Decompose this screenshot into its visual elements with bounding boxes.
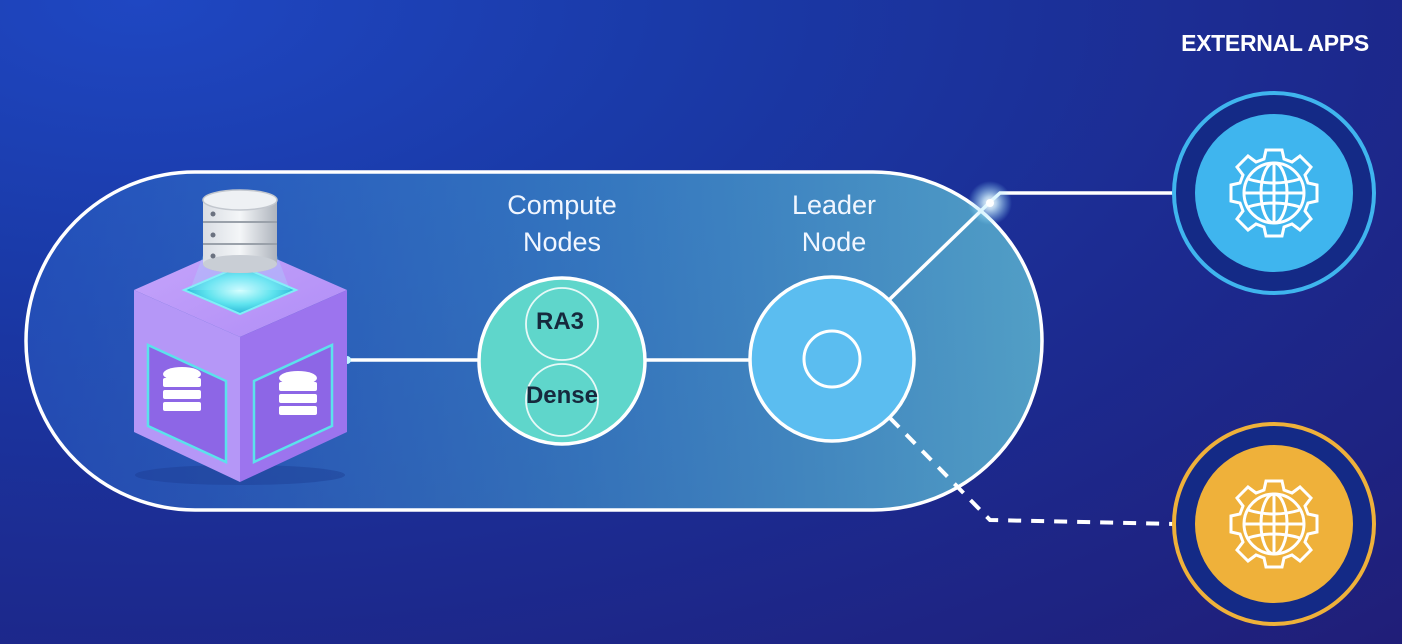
globe-gear-icon <box>1229 148 1319 238</box>
ra3-node-label: RA3 <box>535 308 584 335</box>
compute-nodes-title: Compute Nodes <box>472 187 652 261</box>
external-app-1 <box>1172 91 1376 295</box>
compute-nodes-title-line1: Compute <box>507 190 617 220</box>
storage-cube-icon <box>134 243 347 485</box>
external-apps-title: EXTERNAL APPS <box>1181 30 1369 56</box>
leader-to-app2-dashed-line <box>888 416 1175 526</box>
compute-node <box>477 276 647 446</box>
ra3-node-ring <box>525 287 599 361</box>
leader-node-title: Leader Node <box>744 187 924 261</box>
dense-node-label: Dense <box>525 382 599 409</box>
globe-gear-icon <box>1229 479 1319 569</box>
database-cylinder-icon <box>202 189 278 273</box>
compute-nodes-title-line2: Nodes <box>522 227 602 257</box>
leader-node-title-line1: Leader <box>791 190 877 220</box>
connection-glow-core <box>986 199 994 207</box>
leader-node-title-line2: Node <box>801 227 867 257</box>
leader-node <box>748 275 916 443</box>
external-app-2 <box>1172 422 1376 626</box>
leader-node-inner-ring <box>802 329 862 389</box>
dense-node-ring <box>525 363 599 437</box>
